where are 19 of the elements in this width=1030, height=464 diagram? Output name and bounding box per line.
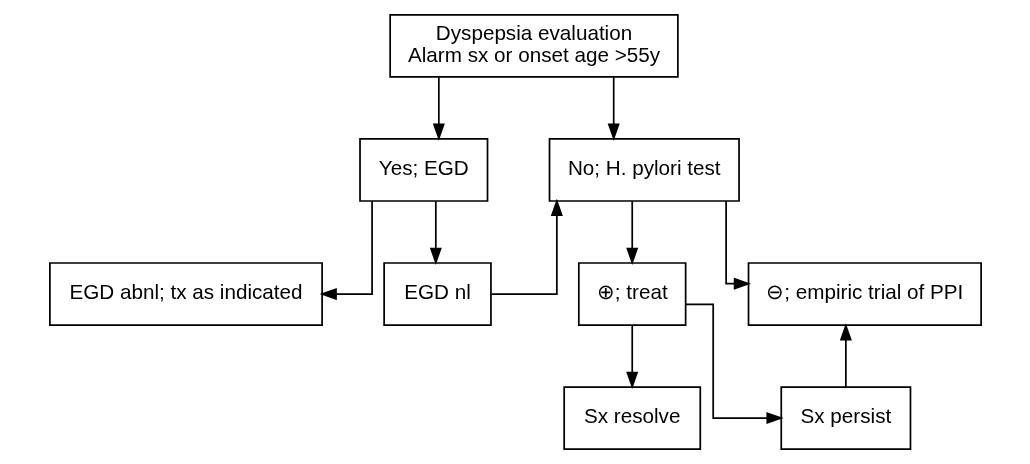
arrow [429, 200, 442, 265]
node-box: EGD abnl; tx as indicated [48, 262, 323, 326]
node-box: ⊖; empiric trial of PPI [747, 262, 982, 326]
node-box: No; H. pylori test [548, 138, 740, 202]
node-box: Dyspepsia evaluation Alarm sx or onset age >55y [388, 14, 679, 78]
arrow [607, 76, 620, 141]
node-box: EGD nl [382, 262, 492, 326]
node-box: Sx resolve [562, 386, 701, 450]
arrow [839, 323, 852, 388]
arrow [625, 324, 638, 389]
node-box: Yes; EGD [358, 138, 488, 202]
arrow [625, 200, 638, 265]
arrow [432, 76, 445, 141]
arrow [724, 200, 751, 290]
arrow [684, 303, 784, 425]
node-box: Sx persist [779, 386, 911, 450]
arrow [490, 198, 563, 295]
node-box: ⊕; treat [577, 262, 686, 326]
arrow [319, 200, 373, 301]
